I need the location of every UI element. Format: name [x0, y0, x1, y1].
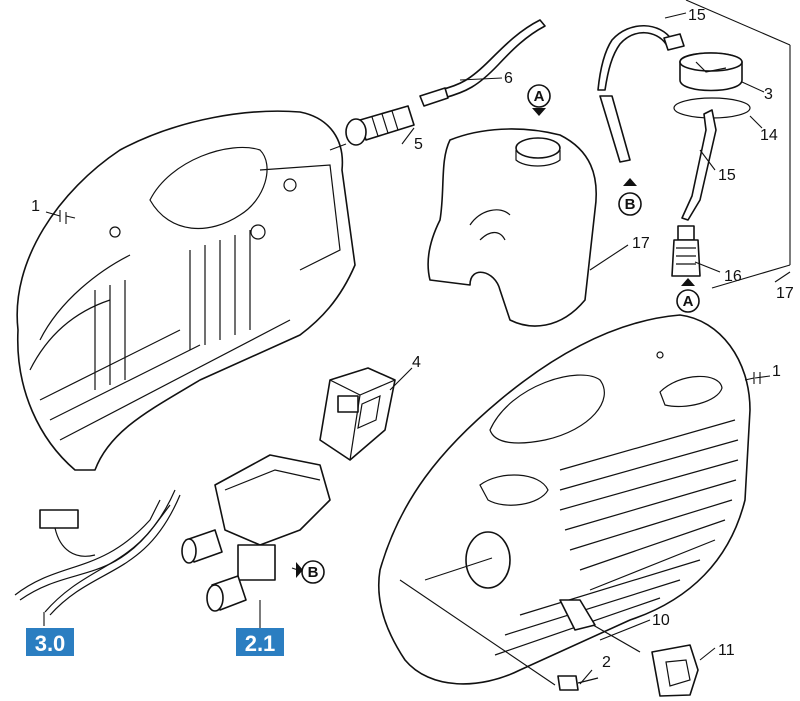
- connector-marker-a-filter: A: [676, 278, 700, 313]
- water-tank: [427, 128, 597, 327]
- callout-1-left: 1: [31, 198, 40, 215]
- pump-valve-assembly: [181, 454, 331, 630]
- connector-marker-b-valve: B: [296, 560, 325, 584]
- reference-3-0-label: 3.0: [35, 631, 66, 656]
- callout-10: 10: [652, 612, 670, 629]
- switch-module: [319, 367, 396, 461]
- callout-16: 16: [724, 268, 742, 285]
- left-housing-shell: [16, 110, 356, 471]
- callout-leaders: [45, 0, 791, 685]
- screw-and-knob: [557, 599, 699, 697]
- connector-b-label: B: [625, 196, 636, 213]
- wiring-harness: [14, 489, 181, 626]
- connector-marker-b-tube: B: [618, 178, 642, 216]
- connector-a-label: A: [534, 88, 545, 105]
- callout-5: 5: [414, 136, 423, 153]
- callout-11: 11: [718, 642, 735, 659]
- reference-badge-2-1[interactable]: 2.1: [236, 628, 284, 656]
- callout-4: 4: [412, 354, 421, 371]
- right-shell-vent-slots: [494, 419, 739, 656]
- callout-15-top: 15: [688, 7, 706, 24]
- callout-numbers: 1 1 2 3 4 5 6 10 11 14 15 15 16 17 17: [31, 7, 794, 671]
- left-shell-vent-ribs: [39, 230, 291, 441]
- callout-14: 14: [760, 127, 778, 144]
- callout-1-right: 1: [772, 363, 781, 380]
- right-housing-shell: [377, 314, 751, 686]
- callout-15-mid: 15: [718, 167, 736, 184]
- callout-17-side: 17: [776, 285, 794, 302]
- inlet-hose-and-connector: [329, 19, 546, 151]
- callout-17-tank: 17: [632, 235, 650, 252]
- callout-2: 2: [602, 654, 611, 671]
- reference-2-1-label: 2.1: [245, 631, 276, 656]
- connector-marker-a-tank: A: [527, 84, 551, 116]
- callout-6: 6: [504, 70, 513, 87]
- callout-3: 3: [764, 86, 773, 103]
- connector-b-label: B: [308, 564, 319, 581]
- reference-badge-3-0[interactable]: 3.0: [26, 628, 74, 656]
- connector-a-label: A: [683, 293, 694, 310]
- tank-cap-and-suction-tube: [597, 25, 751, 277]
